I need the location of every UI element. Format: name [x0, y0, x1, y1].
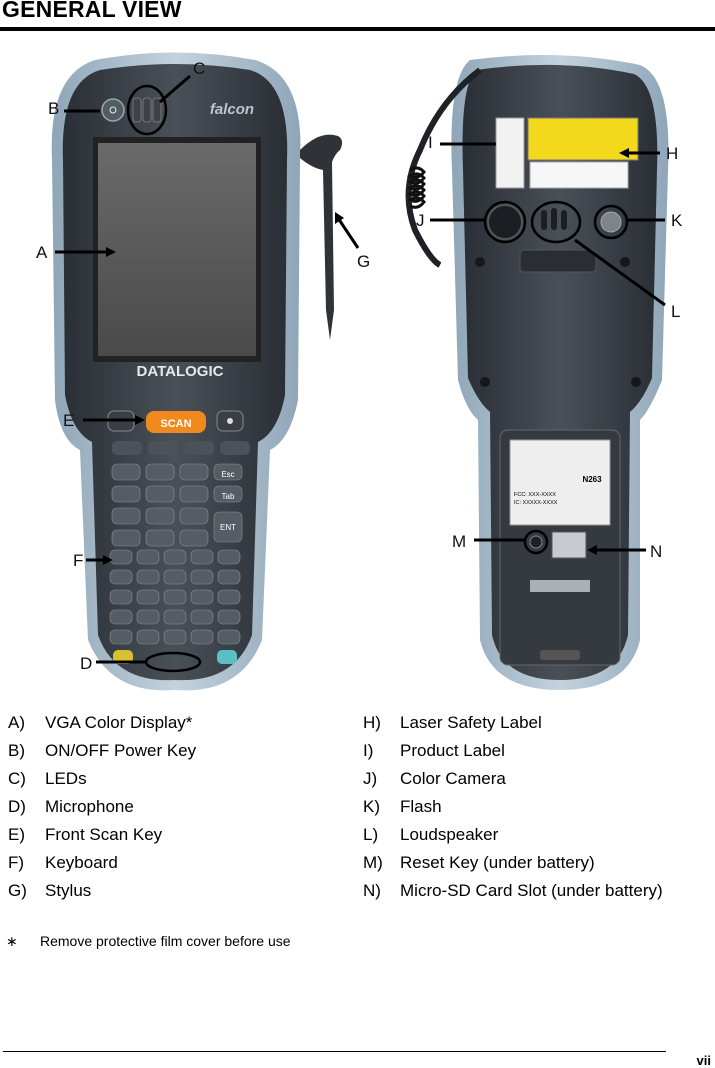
footnote-symbol: ∗	[6, 933, 18, 949]
callout-d: D	[80, 654, 93, 673]
back-device: N263 FCC: XXX-XXXX IC: XXXXX-XXXX	[405, 55, 669, 690]
page-title: GENERAL VIEW	[2, 0, 182, 22]
svg-text:ENT: ENT	[220, 523, 236, 532]
svg-text:FCC: XXX-XXXX: FCC: XXX-XXXX	[514, 492, 556, 498]
reset-key	[529, 535, 543, 549]
device-figure: falcon DATALOGIC SCAN	[0, 40, 715, 700]
callout-highlights	[126, 84, 629, 673]
callout-a: A	[36, 243, 48, 262]
title-rule	[0, 27, 715, 31]
callout-e: E	[63, 411, 75, 430]
regulatory-label	[509, 439, 611, 526]
svg-text:N263: N263	[582, 475, 602, 484]
callout-b: B	[48, 99, 60, 118]
display	[98, 143, 256, 356]
callout-c: C	[193, 59, 206, 78]
power-key	[101, 98, 125, 122]
callout-g: G	[357, 252, 371, 271]
front-device: falcon DATALOGIC SCAN	[51, 52, 343, 691]
flash	[600, 211, 622, 233]
product-label	[495, 117, 525, 189]
callout-j: J	[416, 211, 425, 230]
svg-text:Esc: Esc	[221, 470, 234, 479]
footer-rule	[3, 1051, 666, 1052]
footnote-text: Remove protective film cover before use	[40, 933, 291, 949]
svg-text:SCAN: SCAN	[160, 418, 191, 430]
callout-l: L	[671, 302, 681, 321]
model-logo: falcon	[210, 101, 254, 118]
page-number: vii	[696, 1053, 711, 1068]
callout-m: M	[452, 532, 467, 551]
svg-text:Tab: Tab	[222, 492, 235, 501]
device-illustration: falcon DATALOGIC SCAN	[51, 52, 669, 691]
callout-i: I	[428, 133, 433, 152]
callout-k: K	[671, 211, 683, 230]
callout-n: N	[650, 542, 663, 561]
micro-sd-slot	[551, 531, 587, 559]
stylus	[300, 134, 343, 340]
color-camera	[487, 204, 523, 240]
brand-logo: DATALOGIC	[137, 363, 224, 380]
callout-h: H	[666, 144, 679, 163]
callout-leaders	[55, 74, 666, 664]
callout-f: F	[73, 551, 84, 570]
svg-text:IC: XXXXX-XXXX: IC: XXXXX-XXXX	[514, 500, 558, 506]
laser-safety-label	[527, 117, 639, 161]
scan-key	[146, 411, 206, 433]
keypad: Esc Tab ENT	[109, 441, 250, 664]
